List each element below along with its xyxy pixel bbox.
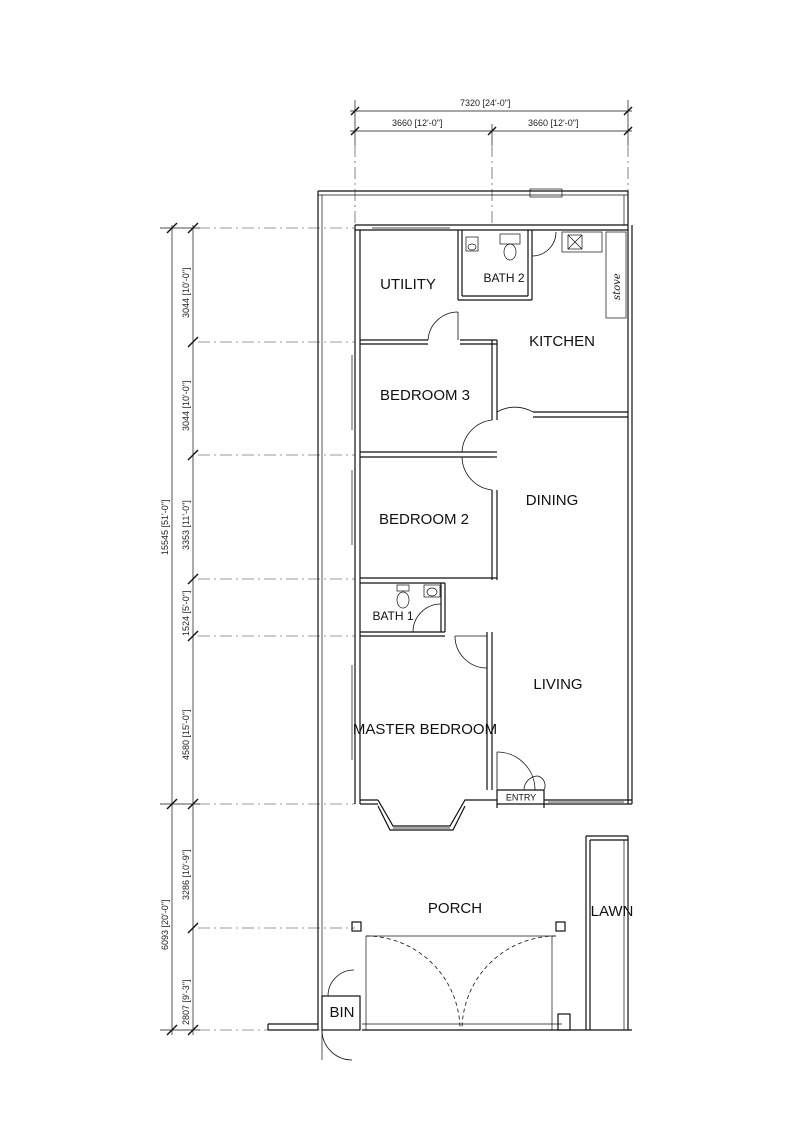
label-bath-2: BATH 2: [483, 271, 524, 285]
house-walls: [351, 224, 633, 831]
label-bath-1: BATH 1: [372, 609, 413, 623]
room-labels: UTILITY BATH 2 KITCHEN BEDROOM 3 BEDROOM…: [329, 271, 633, 1021]
dim-seg-7: 2807 [9'-3"]: [181, 980, 191, 1025]
dim-right-half: 3660 [12'-0"]: [528, 118, 578, 128]
label-porch: PORCH: [428, 900, 482, 917]
label-dining: DINING: [526, 492, 579, 509]
label-lawn: LAWN: [591, 903, 634, 920]
label-bin: BIN: [329, 1004, 354, 1021]
dim-left-half: 3660 [12'-0"]: [392, 118, 442, 128]
dim-seg-4: 1524 [5'-0"]: [181, 591, 191, 636]
dim-seg-2: 3044 [10'-0"]: [181, 381, 191, 431]
porch-area: [321, 835, 629, 1061]
label-master-bedroom: MASTER BEDROOM: [353, 721, 497, 738]
dim-porch-depth: 6093 [20'-0"]: [160, 900, 170, 950]
dim-seg-1: 3044 [10'-0"]: [181, 268, 191, 318]
dim-house-depth: 15545 [51'-0"]: [160, 500, 170, 555]
label-bedroom-2: BEDROOM 2: [379, 511, 469, 528]
dim-seg-6: 3286 [10'-9"]: [181, 850, 191, 900]
dim-seg-5: 4580 [15'-0"]: [181, 710, 191, 760]
label-kitchen: KITCHEN: [529, 333, 595, 350]
label-living: LIVING: [533, 676, 582, 693]
dim-total-width: 7320 [24'-0"]: [460, 98, 510, 108]
top-dimensions: 7320 [24'-0"] 3660 [12'-0"] 3660 [12'-0"…: [350, 98, 633, 225]
label-entry: ENTRY: [506, 792, 536, 802]
label-utility: UTILITY: [380, 276, 436, 293]
left-dimensions: 15545 [51'-0"] 6093 [20'-0"] 3044 [10'-0…: [160, 222, 355, 1036]
label-stove: stove: [612, 273, 623, 300]
label-bedroom-3: BEDROOM 3: [380, 387, 470, 404]
dim-seg-3: 3353 [11'-0"]: [181, 500, 191, 550]
site-boundary: [267, 188, 632, 1031]
